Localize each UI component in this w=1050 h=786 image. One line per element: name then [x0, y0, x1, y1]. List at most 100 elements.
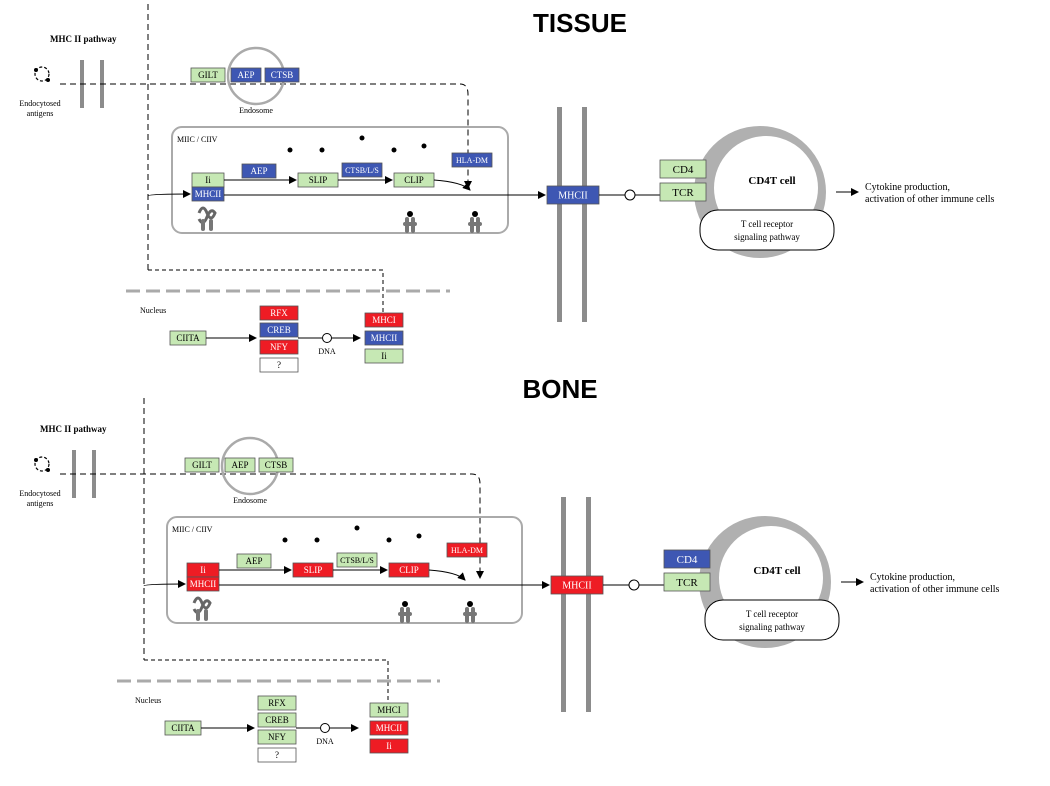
peptide-glyph — [391, 147, 397, 153]
gene-hla-dm-box — [446, 542, 488, 558]
gene-clip[interactable]: CLIP — [388, 562, 430, 578]
gene-ciita[interactable]: CIITA — [169, 330, 207, 346]
gene-tcr-label: TCR — [676, 577, 698, 589]
gene-aep-box — [241, 163, 277, 179]
miic-compartment — [171, 126, 509, 234]
antigens-label: Endocytosed — [19, 99, 60, 108]
gene-mhci-label: MHCI — [372, 315, 396, 325]
gene-ciita-label: CIITA — [176, 333, 200, 343]
gene-ii-nucleus[interactable]: Ii — [369, 738, 409, 754]
gene-gilt[interactable]: GILT — [184, 457, 220, 473]
gene-ctsbls[interactable]: CTSB/L/S — [341, 162, 383, 178]
peptide-glyph — [386, 537, 392, 543]
output-label: activation of other immune cells — [865, 194, 995, 205]
gene-mhcii-surface[interactable]: MHCII — [546, 185, 600, 205]
gene-ctsb[interactable]: CTSB — [264, 67, 300, 83]
gene-mhcii-complex[interactable]: MHCII — [191, 186, 225, 202]
dna-label: DNA — [316, 737, 334, 746]
gene-hla-dm[interactable]: HLA-DM — [446, 542, 488, 558]
gene-rfx[interactable]: RFX — [257, 695, 297, 711]
arrow-clip-out — [428, 569, 466, 581]
mhcii-peptide-molecule — [468, 211, 482, 233]
gene-unknown[interactable]: ? — [259, 357, 299, 373]
peptide-glyph — [282, 537, 288, 543]
gene-tcr[interactable]: TCR — [663, 572, 711, 592]
gene-ctsbls-box — [336, 552, 378, 568]
gene-aep-endosome[interactable]: AEP — [230, 67, 262, 83]
gene-mhcii-nucleus[interactable]: MHCII — [364, 330, 404, 346]
gene-mhcii-nucleus-label: MHCII — [376, 723, 403, 733]
signaling-label: signaling pathway — [734, 232, 800, 242]
gene-aep-endosome[interactable]: AEP — [224, 457, 256, 473]
nucleus-label: Nucleus — [135, 696, 161, 705]
gene-cd4-label: CD4 — [677, 554, 698, 566]
mhcii-clip-molecule — [403, 211, 417, 233]
gene-ciita[interactable]: CIITA — [164, 720, 202, 736]
peptide-glyph — [319, 147, 325, 153]
peptide-glyph — [421, 143, 427, 149]
gene-ii[interactable]: Ii — [191, 172, 225, 188]
gene-unknown[interactable]: ? — [257, 747, 297, 763]
pathway-title: MHC II pathway — [40, 424, 107, 434]
gene-tcr-box — [663, 572, 711, 592]
cell-label: CD4T cell — [748, 175, 795, 187]
gene-creb[interactable]: CREB — [259, 322, 299, 338]
gene-clip[interactable]: CLIP — [393, 172, 435, 188]
gene-slip[interactable]: SLIP — [297, 172, 339, 188]
gene-ii[interactable]: Ii — [186, 562, 220, 578]
antigen-icon — [34, 66, 50, 82]
gene-unknown-box — [257, 747, 297, 763]
gene-mhcii-complex[interactable]: MHCII — [186, 576, 220, 592]
gene-gilt[interactable]: GILT — [190, 67, 226, 83]
gene-ctsbls-label: CTSB/L/S — [340, 556, 374, 565]
cell-label: CD4T cell — [753, 565, 800, 577]
gene-aep-label: AEP — [245, 556, 262, 566]
gene-creb-label: CREB — [265, 715, 289, 725]
gene-gilt-box — [184, 457, 220, 473]
gene-unknown-label: ? — [277, 360, 281, 370]
gene-hla-dm-label: HLA-DM — [456, 156, 488, 165]
gene-hla-dm[interactable]: HLA-DM — [451, 152, 493, 168]
gene-slip[interactable]: SLIP — [292, 562, 334, 578]
gene-aep[interactable]: AEP — [236, 553, 272, 569]
gene-tcr[interactable]: TCR — [659, 182, 707, 202]
gene-mhcii-nucleus-box — [364, 330, 404, 346]
compartment-label: MIIC / CIIV — [177, 135, 218, 144]
gene-ctsbls[interactable]: CTSB/L/S — [336, 552, 378, 568]
ii-mhcii-molecule — [197, 206, 217, 231]
gene-ctsb[interactable]: CTSB — [258, 457, 294, 473]
gene-nfy[interactable]: NFY — [257, 729, 297, 745]
antigens-label: antigens — [27, 499, 54, 508]
gene-nfy[interactable]: NFY — [259, 339, 299, 355]
gene-mhci[interactable]: MHCI — [369, 702, 409, 718]
gene-mhcii-nucleus[interactable]: MHCII — [369, 720, 409, 736]
gene-slip-label: SLIP — [304, 565, 323, 575]
antigen-icon — [34, 456, 50, 472]
gene-ii-nucleus[interactable]: Ii — [364, 348, 404, 364]
pathway-title: MHC II pathway — [50, 34, 117, 44]
antigens-label: antigens — [27, 109, 54, 118]
gene-aep[interactable]: AEP — [241, 163, 277, 179]
gene-cd4[interactable]: CD4 — [659, 159, 707, 179]
gene-rfx[interactable]: RFX — [259, 305, 299, 321]
membrane-bar — [561, 497, 566, 712]
gene-mhci[interactable]: MHCI — [364, 312, 404, 328]
antigen-route — [60, 83, 472, 189]
gene-cd4[interactable]: CD4 — [663, 549, 711, 569]
gene-mhcii-surface[interactable]: MHCII — [550, 575, 604, 595]
gene-creb[interactable]: CREB — [257, 712, 297, 728]
gene-rfx-label: RFX — [270, 308, 288, 318]
gene-aep-endosome-label: AEP — [237, 70, 254, 80]
peptide-glyph — [314, 537, 320, 543]
gene-ii-nucleus-box — [369, 738, 409, 754]
arrow-clip-out — [433, 179, 471, 191]
gene-nfy-box — [259, 339, 299, 355]
panel-heading: BONE — [522, 374, 597, 404]
gene-gilt-box — [190, 67, 226, 83]
gene-rfx-label: RFX — [268, 698, 286, 708]
gene-mhcii-complex-box — [186, 576, 220, 592]
gene-mhcii-complex-label: MHCII — [195, 189, 222, 199]
